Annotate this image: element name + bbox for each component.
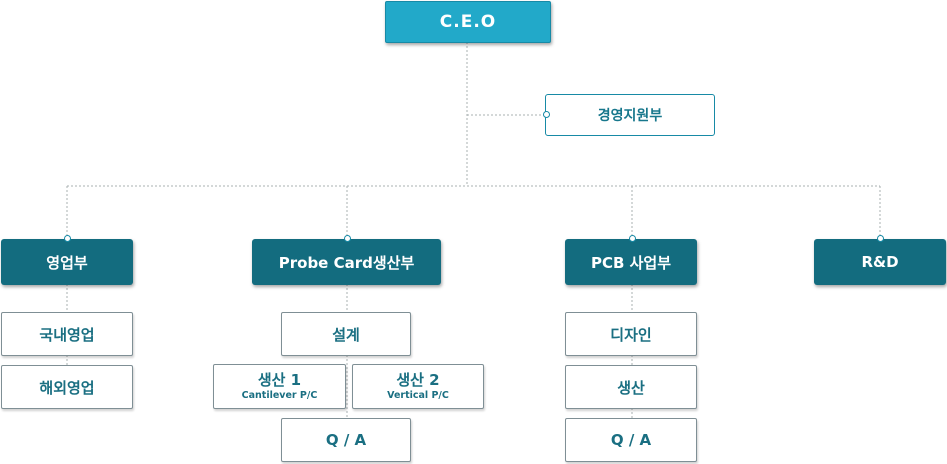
unit-label: 생산 2 bbox=[396, 371, 440, 389]
dept-rnd-label: R&D bbox=[861, 253, 899, 271]
unit-label: 디자인 bbox=[610, 325, 652, 344]
dept-probe-card-label: Probe Card생산부 bbox=[278, 253, 415, 272]
unit-design: 설계 bbox=[281, 312, 411, 356]
unit-label: Q / A bbox=[610, 431, 652, 449]
unit-label: 해외영업 bbox=[39, 378, 95, 397]
unit-qa-pcb: Q / A bbox=[565, 418, 697, 462]
unit-sublabel: Vertical P/C bbox=[387, 390, 449, 401]
dept-pcb: PCB 사업부 bbox=[565, 239, 697, 285]
unit-label: 국내영업 bbox=[39, 325, 95, 344]
unit-label: 생산 bbox=[617, 378, 645, 397]
unit-production-2: 생산 2 Vertical P/C bbox=[352, 364, 484, 409]
unit-pcb-design: 디자인 bbox=[565, 312, 697, 356]
connector-dot bbox=[877, 235, 884, 242]
unit-pcb-production: 생산 bbox=[565, 365, 697, 409]
unit-domestic-sales: 국내영업 bbox=[1, 312, 133, 356]
connector-dot bbox=[344, 235, 351, 242]
unit-qa-probe: Q / A bbox=[281, 418, 411, 462]
dept-probe-card: Probe Card생산부 bbox=[252, 239, 441, 285]
connector-dot bbox=[64, 235, 71, 242]
management-support-box: 경영지원부 bbox=[545, 94, 715, 136]
unit-overseas-sales: 해외영업 bbox=[1, 365, 133, 409]
unit-label: 설계 bbox=[332, 325, 360, 344]
unit-label: Q / A bbox=[325, 431, 367, 449]
dept-pcb-label: PCB 사업부 bbox=[590, 253, 672, 272]
ceo-label: C.E.O bbox=[439, 12, 497, 32]
connector-dot bbox=[629, 235, 636, 242]
ceo-box: C.E.O bbox=[385, 1, 551, 43]
unit-label: 생산 1 bbox=[257, 371, 302, 389]
dept-sales: 영업부 bbox=[1, 239, 133, 285]
unit-production-1: 생산 1 Cantilever P/C bbox=[213, 364, 346, 409]
dept-sales-label: 영업부 bbox=[46, 253, 88, 272]
connector-dot bbox=[543, 111, 550, 118]
unit-sublabel: Cantilever P/C bbox=[241, 390, 318, 401]
dept-rnd: R&D bbox=[814, 239, 946, 285]
management-support-label: 경영지원부 bbox=[597, 108, 663, 124]
